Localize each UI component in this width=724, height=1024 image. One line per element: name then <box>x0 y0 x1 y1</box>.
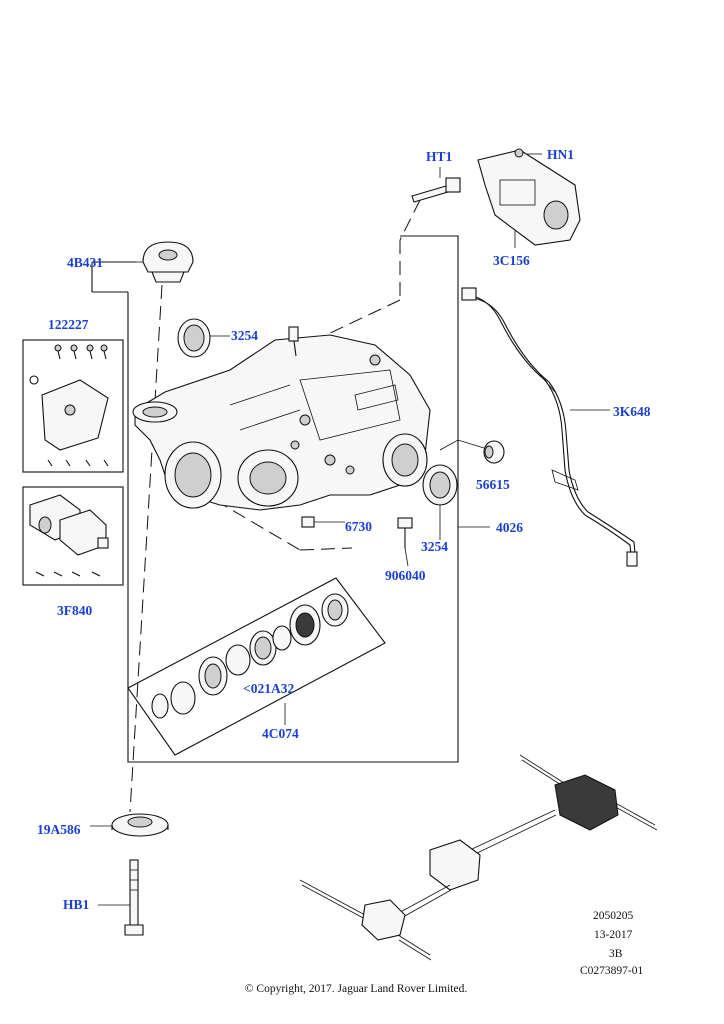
callout-4026[interactable]: 4026 <box>496 520 523 535</box>
callout-021a32[interactable]: <021A32 <box>243 681 295 696</box>
callout-3c156[interactable]: 3C156 <box>493 253 530 268</box>
bearing-kit-parts <box>151 593 349 719</box>
callout-3k648[interactable]: 3K648 <box>613 404 651 419</box>
mount-bushing-part <box>142 241 194 283</box>
callout-19a586[interactable]: 19A586 <box>37 822 81 837</box>
plug-part <box>483 440 505 464</box>
control-module-part <box>477 148 581 246</box>
callout-3254-top[interactable]: 3254 <box>231 328 258 343</box>
driveline-locator-illustration <box>299 754 658 961</box>
seal-part-bottom <box>422 464 458 506</box>
lower-mount-part <box>111 813 169 837</box>
sensor-part <box>397 517 413 548</box>
drain-plug-part <box>301 516 315 528</box>
internals-kit-frame <box>127 577 386 756</box>
ref-line-1: 2050205 <box>593 910 634 922</box>
wiring-harness-part <box>461 287 638 567</box>
seal-part-top <box>177 318 211 358</box>
assembly-frame <box>127 235 459 763</box>
differential-housing-part <box>132 334 431 511</box>
actuator-kit-frame <box>22 486 124 586</box>
dashed-axis-mount <box>129 284 163 813</box>
callout-ht1[interactable]: HT1 <box>426 149 453 164</box>
callout-hb1[interactable]: HB1 <box>63 897 90 912</box>
callout-6730[interactable]: 6730 <box>345 519 372 534</box>
callout-4c074[interactable]: 4C074 <box>262 726 299 741</box>
ref-line-3: 3B <box>609 948 623 960</box>
ref-line-2: 13-2017 <box>594 929 633 941</box>
callout-122227[interactable]: 122227 <box>48 317 89 332</box>
callout-906040[interactable]: 906040 <box>385 568 426 583</box>
callout-3254-bottom[interactable]: 3254 <box>421 539 448 554</box>
copyright-notice: © Copyright, 2017. Jaguar Land Rover Lim… <box>244 983 468 995</box>
stud-part <box>411 177 461 203</box>
callout-56615[interactable]: 56615 <box>476 477 510 492</box>
bracket-kit-parts <box>29 344 109 467</box>
callout-3f840[interactable]: 3F840 <box>57 603 93 618</box>
callout-4b431[interactable]: 4B431 <box>67 255 104 270</box>
mounting-bolt-part <box>124 859 144 936</box>
callout-hn1[interactable]: HN1 <box>547 147 574 162</box>
bracket-kit-frame <box>22 339 124 473</box>
ref-line-4: C0273897-01 <box>580 965 644 977</box>
actuator-motor-part <box>29 494 109 577</box>
